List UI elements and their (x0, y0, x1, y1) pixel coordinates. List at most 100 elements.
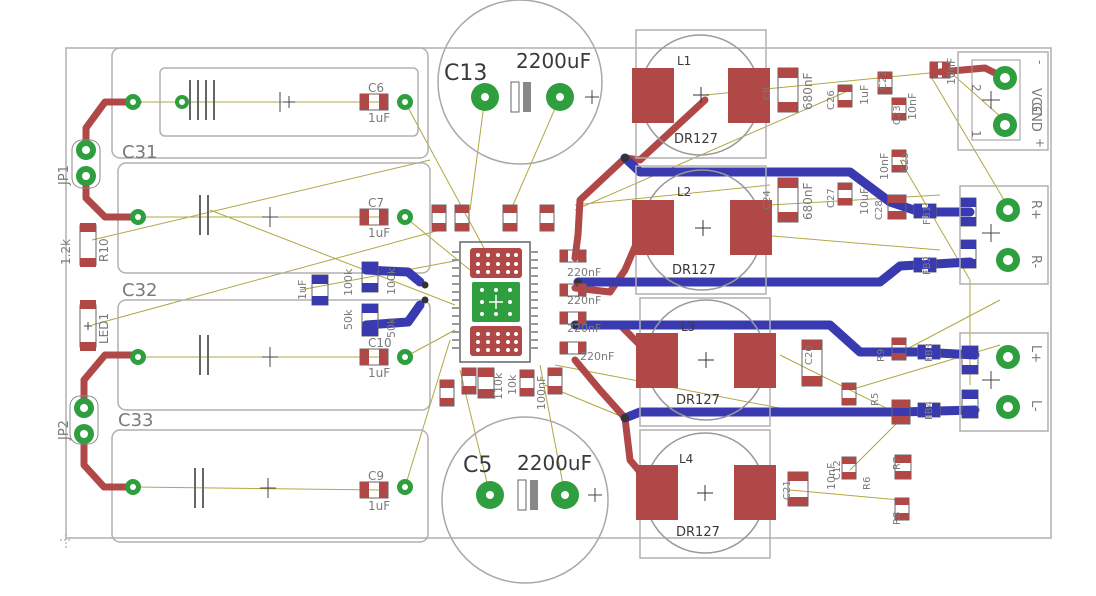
inductor-l2: L2 DR127 (632, 165, 772, 295)
silkscreen-ref-c21: C21 (782, 480, 793, 500)
silkscreen-ref-r5: R5 (870, 393, 881, 406)
led-led1: LED1 (79, 300, 111, 351)
small-value-2: 10nF (906, 93, 919, 120)
smd-parts-center: 220nF 220nF 220nF 220nF 100k 100k 10k 10… (296, 204, 614, 410)
jumper-jp2-label: JP2 (57, 420, 72, 441)
inductor-l2-part: DR127 (672, 263, 716, 278)
inductor-l1: L1 DR127 (632, 29, 770, 159)
silkscreen-ref-c12: C12 (832, 460, 843, 480)
cap-c9: C9 1uF (359, 469, 390, 513)
right-pin-plus: R+ (1028, 200, 1043, 220)
tht-pads-left (125, 94, 413, 495)
power-num-1: 1 (969, 130, 983, 138)
resistor-r10: R10 1.2k (59, 223, 111, 267)
battery-label-c33: C33 (118, 410, 153, 431)
center-value-8: 1uF (296, 280, 309, 300)
cap-c10-ref: C10 (368, 336, 392, 350)
inductor-l1-ref: L1 (677, 54, 691, 68)
jumper-jp1: JP1 (57, 139, 101, 189)
cap-c9-value: 1uF (368, 499, 390, 513)
small-value-4: 10uF (858, 188, 871, 215)
cap-c10: C10 1uF (359, 336, 392, 380)
led-led1-label: LED1 (97, 313, 111, 344)
power-dot-plus: + (1033, 138, 1047, 148)
power-pin-vcc: VCC (1028, 88, 1043, 115)
chip-cap-label-2: 220nF (567, 294, 601, 307)
chip-cap-label-1: 220nF (567, 266, 601, 279)
cap-c6-ref: C6 (368, 81, 384, 95)
inductor-l4-ref: L4 (679, 452, 693, 466)
silkscreen-ref-fb4: FB4 (924, 401, 935, 420)
silkscreen-ref-r7: R7 (892, 457, 903, 470)
battery-holders: C31 C32 C33 (111, 47, 431, 543)
silkscreen-ref-c8: C8 (762, 87, 773, 100)
small-value-5: 1uF (858, 85, 871, 105)
silkscreen-ref-c22: C22 (878, 70, 889, 90)
silkscreen-ref-fb1: FB1 (922, 206, 933, 225)
power-pin-gnd: GND (1028, 102, 1043, 132)
board-outline (65, 47, 1052, 539)
cap-c9-ref: C9 (368, 469, 384, 483)
center-value-1: 100k (342, 268, 355, 296)
silkscreen-ref-c25: C25 (900, 152, 911, 172)
connector-right-speaker[interactable]: R+ R- (959, 185, 1049, 285)
center-value-3: 10k (506, 374, 519, 395)
chip-cap-label-3: 220nF (567, 322, 601, 335)
power-dot-minus: - (1033, 60, 1047, 64)
inductor-l3-ref: L3 (681, 320, 695, 334)
jumper-jp1-label: JP1 (57, 165, 72, 186)
silkscreen-ref-c20: C20 (804, 345, 815, 365)
battery-label-c32: C32 (122, 280, 157, 301)
center-value-2: 100k (385, 267, 398, 295)
silkscreen-ref-r8: R8 (892, 512, 903, 525)
cap-c10-value: 1uF (368, 366, 390, 380)
silkscreen-ref-fb3: FB3 (924, 343, 935, 362)
inductor-l3: L3 DR127 (636, 297, 776, 427)
big-cap-c13-ref: C13 (444, 61, 487, 86)
big-cap-c5-value: 2200uF (517, 451, 592, 475)
connector-left-speaker[interactable]: L+ L- (959, 332, 1049, 432)
silkscreen-ref-fb2: FB2 (922, 256, 933, 275)
silkscreen-ref-c24: C24 (762, 190, 773, 210)
big-cap-c13-value: 2200uF (516, 49, 591, 73)
smd-parts-right: 680nF 680nF 10nF 10nF 10nF 10uF 1uF 10nF (777, 58, 979, 521)
small-value-1: 10nF (878, 153, 891, 180)
silkscreen-ref-r6: R6 (862, 477, 873, 490)
resistor-r10-value: 1.2k (59, 239, 73, 265)
inductor-l1-part: DR127 (674, 132, 718, 147)
inductor-l4: L4 DR127 (636, 429, 776, 559)
silkscreen-ref-r9: R9 (876, 349, 887, 362)
big-cap-c5: C5 2200uF (441, 416, 609, 584)
silkscreen-ref-c23: C23 (892, 105, 903, 125)
center-value-4: 100nF (535, 376, 548, 410)
inductor-cap-2: 680nF (801, 182, 815, 220)
connector-power[interactable]: VCC GND 2 1 - + (957, 51, 1049, 151)
silkscreen-ref-c27: C27 (826, 188, 837, 208)
right-pin-minus: R- (1028, 255, 1043, 269)
small-value-3: 10nF (945, 58, 958, 85)
cap-c7-value: 1uF (368, 226, 390, 240)
battery-label-c31: C31 (122, 142, 157, 163)
inductor-l2-ref: L2 (677, 185, 691, 199)
small-value-6: 10nF (825, 463, 838, 490)
cap-c7: C7 1uF (359, 196, 390, 240)
smd-caps-left-column: C6 1uF C7 1uF C10 1uF C9 1uF (359, 81, 392, 513)
cap-c6-value: 1uF (368, 111, 390, 125)
amplifier-chip (452, 241, 538, 363)
inductor-cap-1: 680nF (801, 72, 815, 110)
center-value-6: 50k (385, 317, 398, 338)
ratsnest-lines (91, 71, 1011, 501)
cap-c6: C6 1uF (359, 81, 390, 125)
left-pin-minus: L- (1028, 400, 1043, 412)
left-pin-plus: L+ (1028, 345, 1043, 363)
jumper-jp2: JP2 (57, 395, 99, 445)
silkscreen-ref-c26: C26 (826, 90, 837, 110)
silkscreen-ref-c28: C28 (874, 200, 885, 220)
chip-cap-label-4: 220nF (580, 350, 614, 363)
power-num-2: 2 (969, 84, 983, 92)
center-value-5: 50k (342, 309, 355, 330)
inductor-l4-part: DR127 (676, 525, 720, 540)
inductor-l3-part: DR127 (676, 393, 720, 408)
